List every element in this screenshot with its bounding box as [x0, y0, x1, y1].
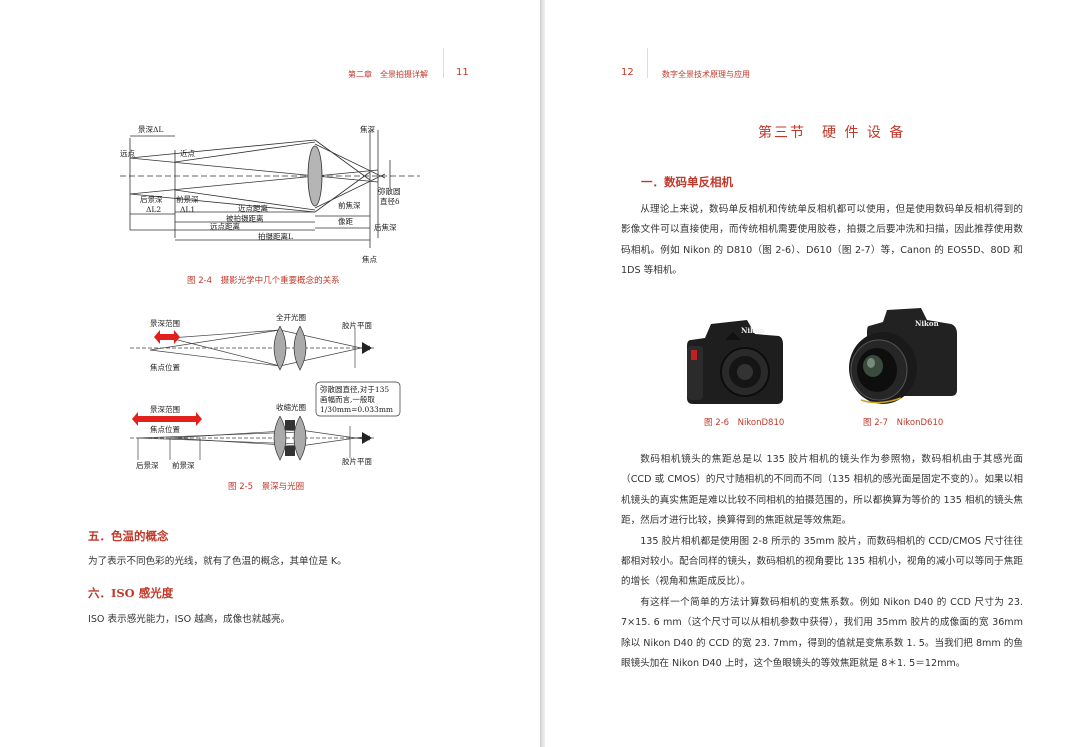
book-title-header: 数字全景技术原理与应用 — [662, 70, 750, 79]
paragraph-2-text: 数码相机镜头的焦距总是以 135 胶片相机的镜头作为参照物，数码相机由于其感光面… — [621, 454, 1023, 527]
fig24-circle-confusion: 弥散圆 — [378, 186, 401, 196]
fig25-film-plane-top: 胶片平面 — [342, 320, 372, 330]
figure-2-4-diagram: 景深ΔL 远点 近点 后景深 ΔL2 前景深 ΔL1 近点距离 被拍摄距离 远点… — [120, 124, 420, 264]
fig24-focal-point: 焦点 — [362, 254, 377, 264]
right-page: 12 数字全景技术原理与应用 第三节 硬 件 设 备 一．数码单反相机 从理论上… — [545, 0, 1084, 747]
paragraph-4-text: 有这样一个简单的方法计算数码相机的变焦系数。例如 Nikon D40 的 CCD… — [621, 596, 1023, 670]
section-6-text: ISO 表示感光能力，ISO 越高，成像也就越亮。 — [88, 614, 291, 625]
chapter-header: 第二章 全景拍摄详解 — [348, 70, 428, 79]
subheading-dslr: 一．数码单反相机 — [641, 175, 733, 189]
paragraph-2: 数码相机镜头的焦距总是以 135 胶片相机的镜头作为参照物，数码相机由于其感光面… — [621, 450, 1023, 674]
fig25-note-line1: 弥散圆直径,对于135 — [320, 384, 389, 394]
page-number-left: 11 — [456, 67, 469, 78]
fig25-note-line3: 1/30mm=0.033mm — [320, 405, 393, 414]
fig24-front-focus: 前焦深 — [338, 200, 361, 210]
camera-d610-image: Nikon — [849, 308, 957, 404]
fig24-near-distance: 近点距离 — [238, 203, 268, 213]
figure-2-5-caption: 图 2-5 景深与光圈 — [228, 482, 305, 492]
fig24-focus-depth: 焦深 — [360, 124, 375, 134]
camera-d810-image: Nikon — [687, 320, 783, 404]
fig25-film-plane-bottom: 胶片平面 — [342, 456, 372, 466]
header-divider — [443, 48, 444, 78]
figure-2-7-caption: 图 2-7 NikonD610 — [863, 418, 944, 428]
fig24-far-distance: 远点距离 — [210, 221, 240, 231]
header-divider-right — [647, 48, 648, 78]
fig24-front-depth-sym: ΔL1 — [180, 205, 195, 214]
fig25-focus-pos-top: 焦点位置 — [150, 362, 180, 372]
fig24-shooting-distance: 拍摄距离L — [258, 231, 293, 241]
paragraph-1: 从理论上来说，数码单反相机和传统单反相机都可以使用，但是使用数码单反相机得到的影… — [621, 200, 1023, 282]
page-number-right: 12 — [621, 67, 634, 78]
fig25-stopped-aperture: 收缩光圈 — [276, 402, 306, 412]
figure-2-5-diagram: 景深范围 全开光圈 胶片平面 焦点位置 弥散圆直径,对于135 画幅而言,一般取… — [130, 312, 401, 470]
fig24-dof-label: 景深ΔL — [138, 125, 163, 134]
paragraph-1-text: 从理论上来说，数码单反相机和传统单反相机都可以使用，但是使用数码单反相机得到的影… — [621, 204, 1023, 277]
fig25-front-depth: 前景深 — [172, 460, 195, 470]
fig24-back-depth-sym: ΔL2 — [146, 205, 161, 214]
section-6-heading: 六．ISO 感光度 — [88, 586, 174, 600]
d810-brand: Nikon — [741, 326, 765, 335]
left-page: 第二章 全景拍摄详解 11 — [0, 0, 540, 747]
fig24-diameter: 直径δ — [380, 196, 400, 206]
section-5-text: 为了表示不同色彩的光线，就有了色温的概念，其单位是 K。 — [88, 556, 347, 567]
fig24-back-depth: 后景深 — [140, 194, 163, 204]
figure-2-4-caption: 图 2-4 摄影光学中几个重要概念的关系 — [187, 276, 340, 286]
section-title: 第三节 硬 件 设 备 — [758, 125, 906, 141]
fig24-subject-distance: 被拍摄距离 — [226, 213, 264, 223]
book-gutter — [540, 0, 545, 747]
fig25-note-line2: 画幅而言,一般取 — [320, 394, 375, 404]
paragraph-3-text: 135 胶片相机都是使用图 2-8 所示的 35mm 胶片，而数码相机的 CCD… — [621, 535, 1023, 588]
figure-2-6-caption: 图 2-6 NikonD810 — [704, 418, 785, 428]
fig25-dof-range-bottom: 景深范围 — [150, 404, 180, 414]
fig25-dof-range-top: 景深范围 — [150, 318, 180, 328]
fig24-far-point: 远点 — [120, 149, 135, 158]
fig25-full-aperture: 全开光圈 — [276, 312, 306, 322]
fig24-near-point: 近点 — [180, 148, 195, 158]
section-5-heading: 五．色温的概念 — [88, 529, 169, 543]
fig24-front-depth: 前景深 — [176, 194, 199, 204]
d610-brand: Nikon — [915, 319, 939, 328]
fig25-back-depth: 后景深 — [136, 460, 159, 470]
fig25-focus-pos-bottom: 焦点位置 — [150, 424, 180, 434]
fig24-back-focus: 后焦深 — [374, 222, 397, 232]
fig24-image-distance: 像距 — [338, 216, 353, 226]
